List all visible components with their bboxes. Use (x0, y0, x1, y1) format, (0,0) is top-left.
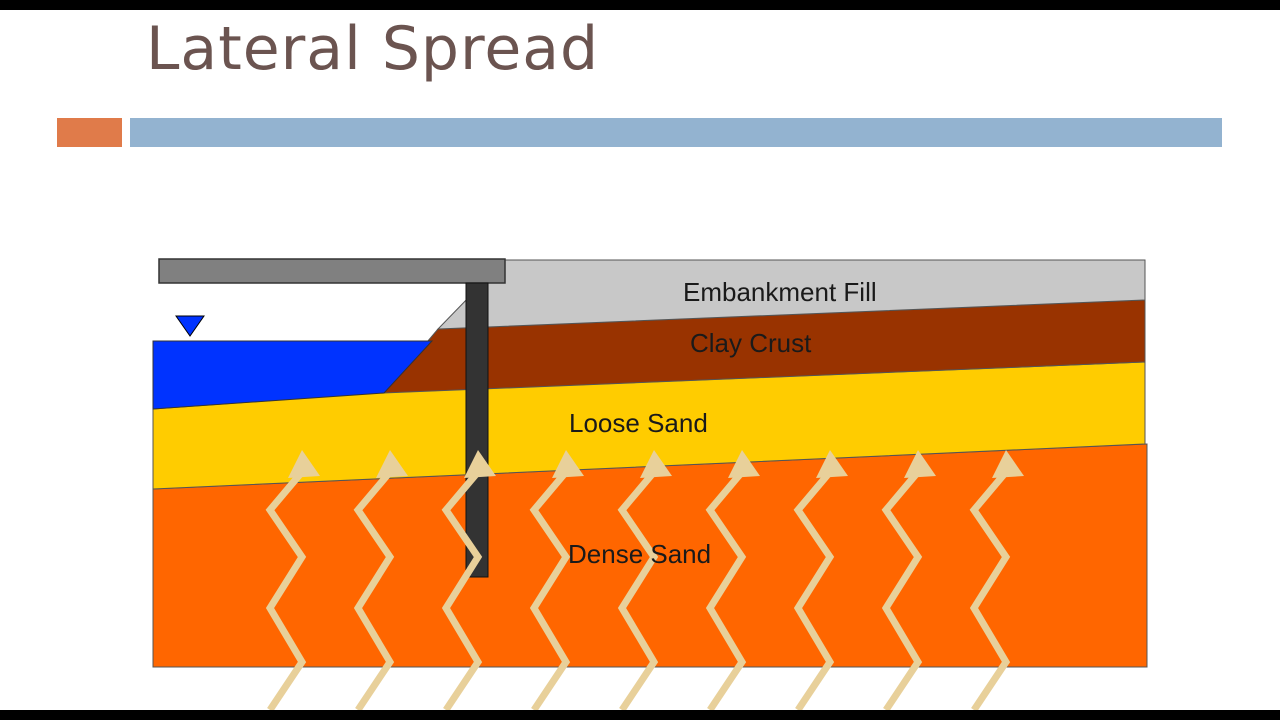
arrow-head-icon (816, 450, 848, 478)
zigzag-arrow-icon (265, 469, 307, 710)
inverted-triangle-icon (175, 315, 205, 337)
zigzag-arrow-icon (617, 469, 659, 710)
arrow-head-icon (288, 450, 320, 478)
page-title: Lateral Spread (146, 14, 600, 84)
label-loose-sand: Loose Sand (569, 408, 708, 438)
seismic-wave-arrows (265, 450, 1024, 710)
zigzag-arrow-icon (881, 469, 923, 710)
zigzag-arrow-icon (441, 469, 483, 710)
arrow-head-icon (904, 450, 936, 478)
zigzag-arrow-icon (969, 469, 1011, 710)
lateral-spread-diagram: Embankment Fill Clay Crust Loose Sand De… (152, 258, 1148, 710)
arrow-head-icon (464, 450, 496, 478)
arrow-head-icon (552, 450, 584, 478)
zigzag-arrow-icon (529, 469, 571, 710)
pile (465, 282, 489, 578)
accent-bar-orange (57, 118, 122, 147)
label-clay-crust: Clay Crust (690, 328, 812, 358)
water-body (152, 340, 434, 410)
arrow-head-icon (992, 450, 1024, 478)
bridge-deck (158, 258, 506, 284)
zigzag-arrow-icon (705, 469, 747, 710)
arrow-head-icon (728, 450, 760, 478)
zigzag-arrow-icon (353, 469, 395, 710)
slide: Lateral Spread Embankment Fill Clay Crus… (0, 10, 1280, 710)
label-embankment-fill: Embankment Fill (683, 277, 877, 307)
arrow-head-icon (640, 450, 672, 478)
label-dense-sand: Dense Sand (568, 539, 711, 569)
zigzag-arrow-icon (793, 469, 835, 710)
accent-bar-blue (130, 118, 1222, 147)
arrow-head-icon (376, 450, 408, 478)
